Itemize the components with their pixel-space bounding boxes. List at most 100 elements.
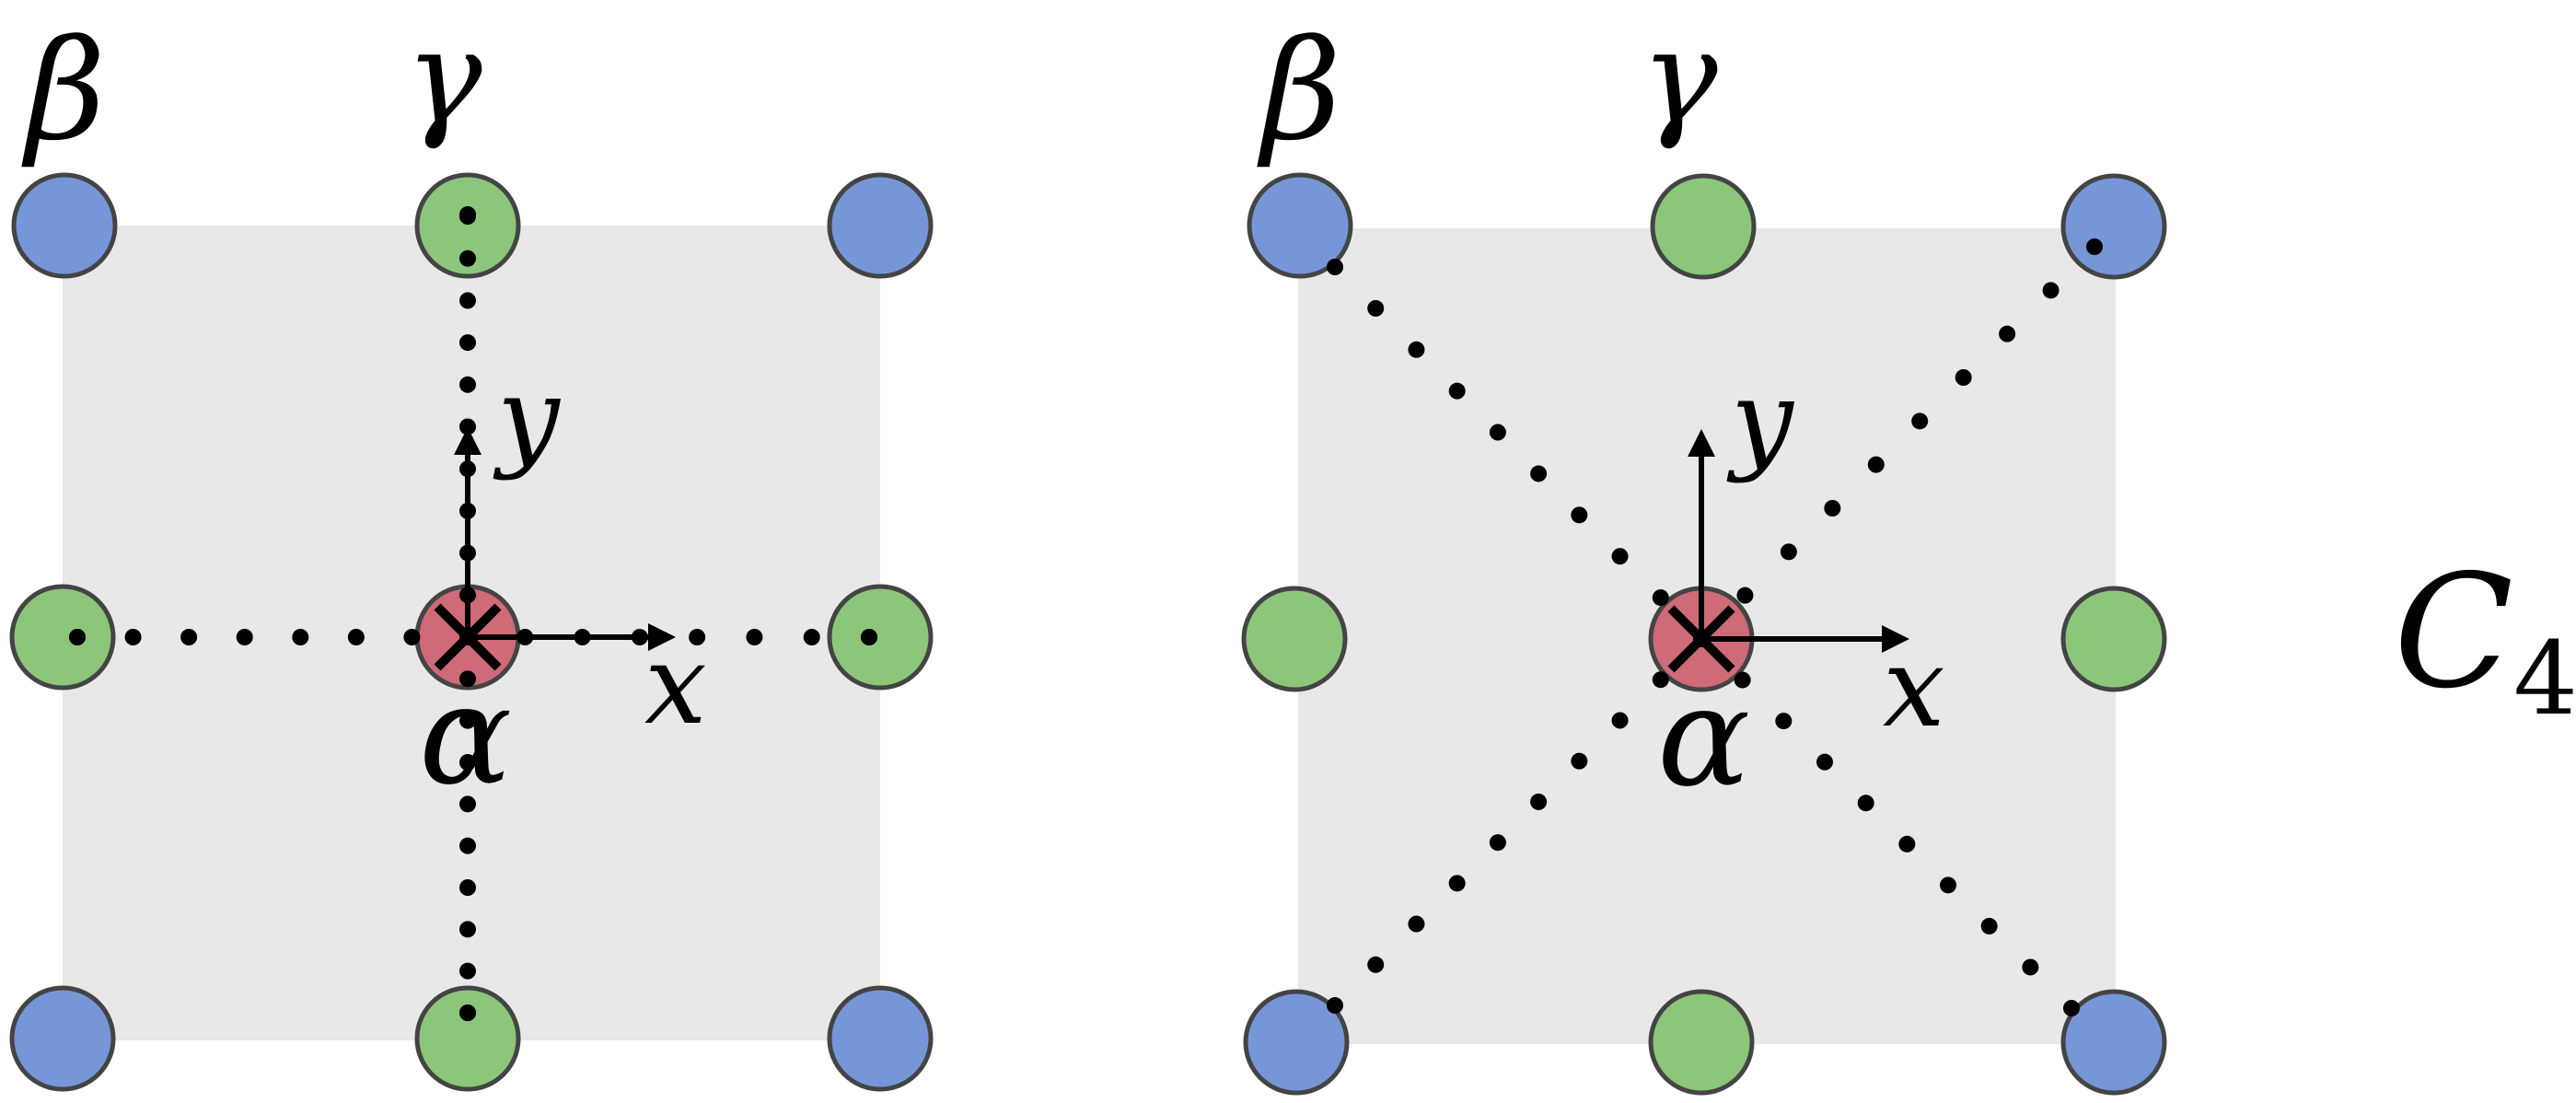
bond-dot xyxy=(459,837,476,854)
bond-dot xyxy=(1824,500,1841,517)
bond-dot xyxy=(1955,369,1972,386)
bond-dot xyxy=(347,629,365,645)
site-gamma xyxy=(9,584,116,691)
site-gamma xyxy=(1650,173,1757,280)
bond-dot xyxy=(861,629,877,645)
bond-dot xyxy=(459,921,476,938)
bond-dot xyxy=(459,292,476,309)
bond-dot xyxy=(1327,997,1343,1014)
bond-dot xyxy=(1489,834,1506,852)
bond-dot xyxy=(403,629,421,645)
site-beta xyxy=(827,985,934,1092)
bond-dot xyxy=(2063,1000,2080,1016)
site-gamma xyxy=(1648,989,1755,1096)
cross-mark xyxy=(434,603,502,671)
bond-dot xyxy=(1780,543,1797,561)
coordinate-axes xyxy=(1688,429,1909,653)
bond-dot xyxy=(803,629,820,645)
bond-dot xyxy=(459,962,476,980)
bond-dot xyxy=(1530,793,1548,810)
site-beta xyxy=(827,172,934,279)
bond-dot xyxy=(2042,282,2060,299)
bond-dot xyxy=(459,879,476,896)
bond-dot xyxy=(459,418,476,435)
label-beta: β xyxy=(21,11,106,171)
bond-dot xyxy=(1489,424,1506,441)
bond-dot xyxy=(1530,465,1548,482)
label-alpha: α xyxy=(1657,657,1750,818)
bond-dot xyxy=(2022,958,2039,976)
bond-dots-overlay xyxy=(69,206,877,1021)
label-gamma: γ xyxy=(405,3,482,153)
label-y: y xyxy=(493,354,562,482)
bond-dot xyxy=(1999,325,2016,343)
site-beta xyxy=(1243,989,1350,1096)
symmetry-label-subscript: 4 xyxy=(2513,620,2576,737)
bond-dot xyxy=(180,629,198,645)
panel-left: β γ α x y xyxy=(9,3,934,1092)
site-gamma xyxy=(827,584,934,691)
bond-dot xyxy=(1652,671,1669,689)
label-x: x xyxy=(644,621,707,749)
panel-right: β γ α x y xyxy=(1241,3,2167,1096)
label-gamma: γ xyxy=(1641,3,1718,153)
bond-dot xyxy=(124,629,142,645)
site-beta xyxy=(2060,173,2167,280)
site-beta xyxy=(9,985,116,1092)
bond-dot xyxy=(1775,713,1793,730)
site-beta xyxy=(11,172,118,279)
site-beta xyxy=(1247,172,1353,279)
bond-dot xyxy=(1408,915,1425,933)
bond-dot xyxy=(459,712,476,729)
symmetry-label-main: C xyxy=(2394,541,2513,724)
bond-dot xyxy=(459,376,476,393)
bond-dot xyxy=(459,670,476,688)
bond-dot xyxy=(1327,259,1343,275)
bond-dot xyxy=(1940,877,1956,894)
bond-dot xyxy=(1367,956,1385,973)
bond-dot xyxy=(1448,875,1466,892)
bond-dot xyxy=(1611,712,1629,729)
coordinate-axes xyxy=(454,427,676,651)
bond-dot xyxy=(459,1004,476,1021)
label-beta: β xyxy=(1257,11,1341,171)
bond-dot xyxy=(69,629,86,645)
bond-dot xyxy=(459,334,476,352)
bond-dot xyxy=(1816,753,1833,771)
bond-dot xyxy=(1911,412,1929,430)
site-gamma xyxy=(414,985,521,1092)
bond-dot xyxy=(459,206,476,223)
label-x: x xyxy=(1883,624,1945,752)
bond-dot xyxy=(1898,835,1916,853)
bond-dot xyxy=(236,629,253,645)
label-y: y xyxy=(1726,357,1795,485)
symmetry-label: C 4 xyxy=(2394,541,2576,737)
bond-dot xyxy=(1857,795,1874,812)
bond-dot xyxy=(1367,299,1385,317)
bond-dot xyxy=(1980,917,1998,935)
site-gamma xyxy=(1241,586,1348,692)
bond-dot xyxy=(459,754,476,771)
bond-dot xyxy=(1571,506,1588,524)
site-gamma xyxy=(2060,586,2167,692)
site-gamma xyxy=(414,172,521,279)
site-beta xyxy=(2060,989,2167,1096)
label-alpha: α xyxy=(419,656,512,816)
bond-dot xyxy=(1867,456,1885,473)
bond-dot xyxy=(1734,671,1751,689)
bond-dot xyxy=(2086,238,2103,255)
bond-dots-overlay xyxy=(1327,238,2103,1016)
bond-dot xyxy=(1736,586,1754,604)
cross-mark xyxy=(1667,605,1735,673)
bond-dot xyxy=(746,629,763,645)
bond-dot xyxy=(459,795,476,813)
bond-dot xyxy=(1611,548,1629,565)
bond-dot xyxy=(689,629,706,645)
bond-dot xyxy=(459,250,476,267)
bond-dot xyxy=(1652,589,1669,607)
bond-dot xyxy=(292,629,309,645)
bond-dot xyxy=(1448,382,1466,400)
bond-dot xyxy=(1408,341,1425,358)
bond-dot xyxy=(1571,752,1588,770)
